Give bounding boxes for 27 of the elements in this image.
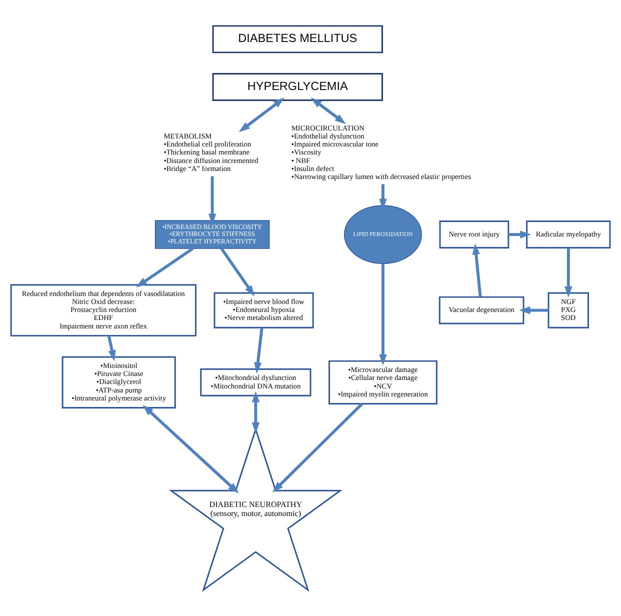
arrow (107, 335, 116, 362)
node-text: METABOLISM •Endothelial cell proliferation •Thickening basal membrane •Distance diffusion incremented •Bridge “A” formation (164, 132, 258, 173)
arrow (564, 248, 572, 298)
arrow (472, 243, 482, 298)
node-box: Vacuolar degeneration (438, 296, 524, 324)
node-box: Radicular myelopathy (526, 220, 611, 248)
arrow (254, 328, 264, 374)
arrow (252, 391, 260, 434)
node-box: •Mitochondrial dysfunction •Mitochondrial DNA mutation (200, 368, 312, 396)
node-text: MICROCIRCULATION •Endothelial dysfunction •Impaired microvascular tone •Viscosity • NBF •Insulin defect •Narrowing capillary lumen with decreased elastic properties (291, 123, 471, 181)
node-box: NGF PXG SOD (548, 292, 589, 328)
arrow (310, 98, 346, 124)
arrow (272, 402, 363, 492)
node-box: Reduced endothelium that dependents of vasodilatation Nitric Oxid decrease: Prostacyclin reduction EDHF Impairment nerve axon reflex (10, 284, 196, 336)
node-box: •Impaired nerve blood flow •Endoneural hypoxia •Nerve metabolism altered (214, 292, 314, 328)
arrow (508, 230, 532, 238)
arrow (379, 264, 387, 366)
arrow (238, 98, 285, 132)
node-box: Nerve root injury (439, 220, 510, 248)
arrow (142, 404, 239, 494)
arrow (136, 247, 194, 288)
node-box: •Microvascular damage •Cellular nerve damage •NCV •Impaired myelin regeneration (328, 360, 438, 404)
arrow (220, 248, 255, 296)
node-box: HYPERGLYCEMIA (212, 73, 383, 101)
node-box: •Mioinositol •Piruvate Cinase •Diacilglycerol •ATP-asa pump •Intraneural polymerase activity (62, 356, 176, 409)
node-box: DIABETES MELLITUS (212, 25, 383, 54)
arrow (519, 306, 548, 314)
